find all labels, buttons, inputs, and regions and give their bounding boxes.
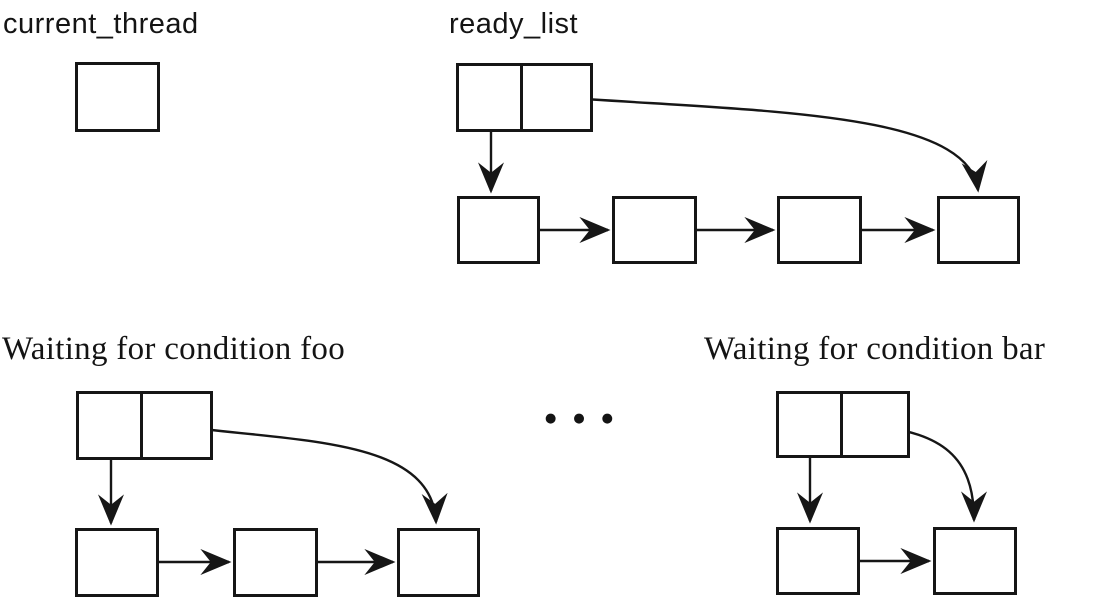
ready-node-4 — [937, 196, 1020, 264]
bar-head-last-cell — [843, 394, 907, 455]
foo-node-3 — [397, 528, 480, 597]
foo-head-last-pointer-arrow — [176, 424, 448, 525]
ready-head-first-cell — [459, 66, 523, 129]
current-thread-box — [75, 62, 160, 132]
ellipsis: ●●● — [545, 411, 631, 426]
bar-node-1 — [776, 527, 860, 595]
foo-head-first-cell — [79, 394, 143, 457]
bar-list-head-box — [776, 391, 910, 458]
ready-node-1 — [457, 196, 540, 264]
foo-list-head-box — [76, 391, 213, 460]
ready-node-2 — [612, 196, 697, 264]
foo-node-2 — [233, 528, 318, 597]
foo-head-last-cell — [143, 394, 210, 457]
waiting-bar-label: Waiting for condition bar — [704, 331, 1046, 367]
bar-head-first-cell — [779, 394, 843, 455]
waiting-foo-label: Waiting for condition foo — [2, 331, 346, 367]
ready-head-last-pointer-arrow — [556, 95, 988, 193]
foo-node-1 — [75, 528, 159, 597]
ready-list-head-box — [456, 63, 593, 132]
ready-list-label: ready_list — [449, 8, 579, 40]
current-thread-label: current_thread — [3, 8, 199, 40]
ready-node-3 — [777, 196, 862, 264]
bar-node-2 — [933, 527, 1017, 595]
ready-head-last-cell — [523, 66, 590, 129]
